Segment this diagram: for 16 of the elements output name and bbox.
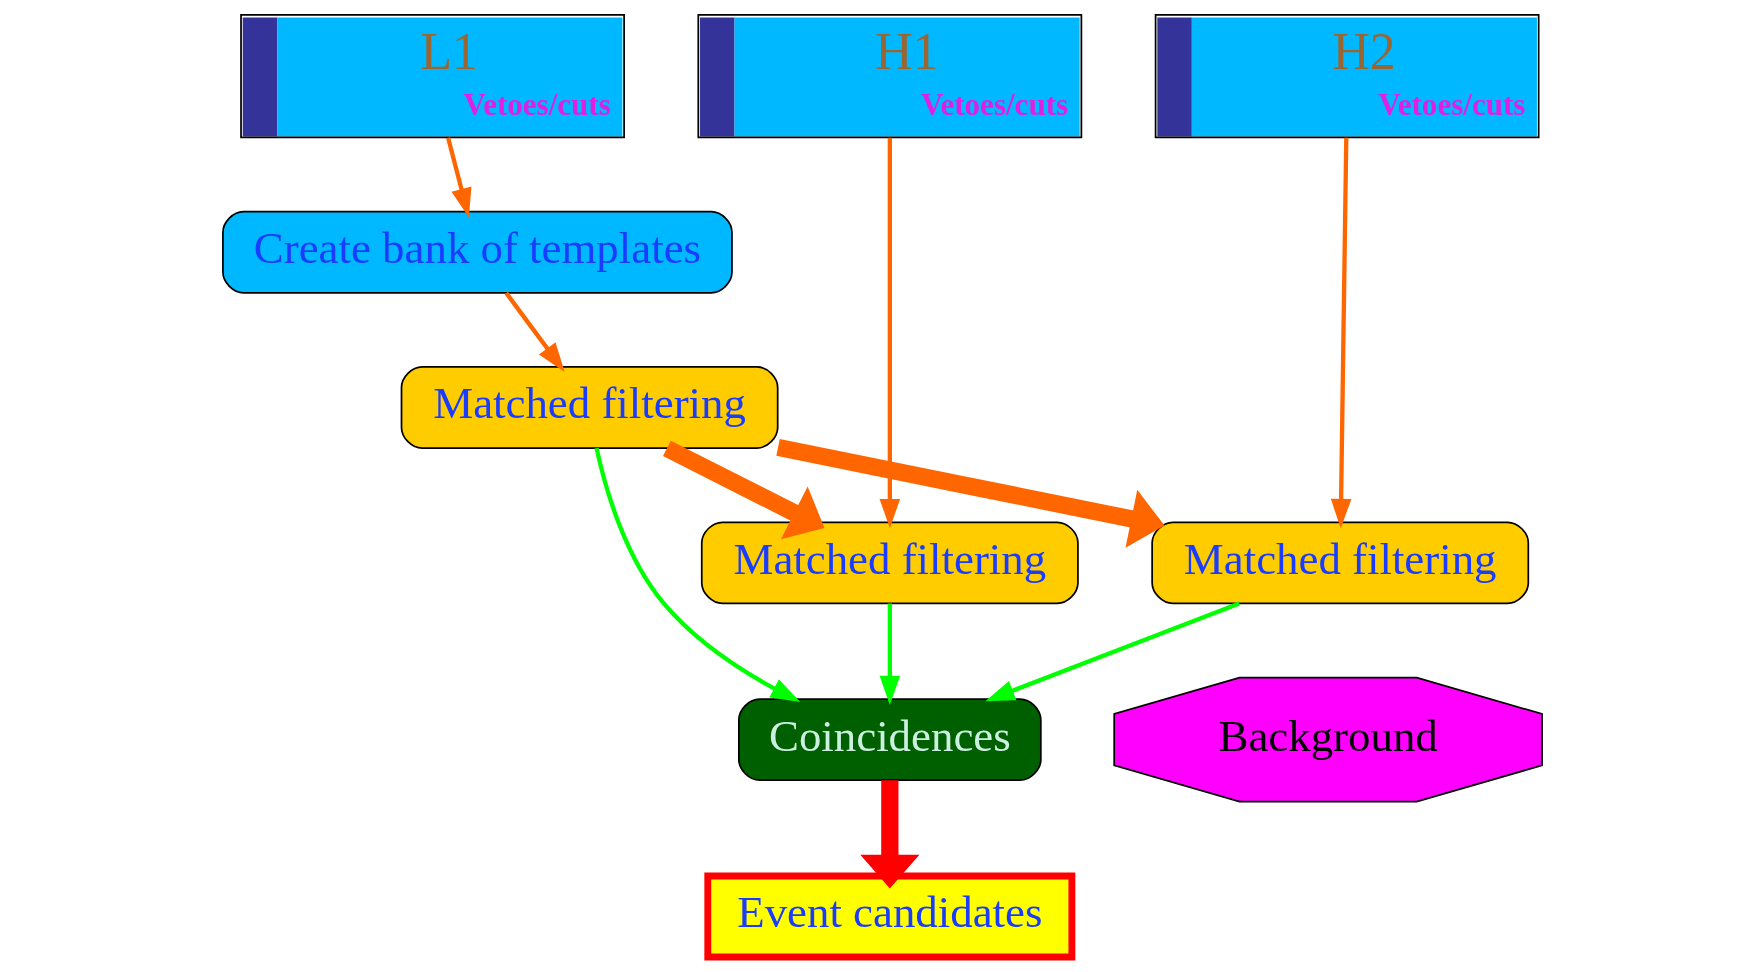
arrow bbox=[593, 447, 800, 703]
arrow bbox=[879, 137, 900, 529]
node-box: Create bank of templates bbox=[221, 210, 733, 294]
arrow bbox=[984, 601, 1240, 702]
arrow bbox=[662, 440, 824, 540]
node-box: Coincidences bbox=[737, 698, 1042, 782]
node-box: Matched filtering bbox=[1150, 521, 1529, 605]
arrow bbox=[879, 603, 900, 706]
node-box: Event candidates bbox=[703, 872, 1075, 961]
arrow bbox=[445, 137, 471, 218]
arrow bbox=[504, 291, 565, 373]
arrow bbox=[859, 780, 919, 889]
node-box: Matched filtering bbox=[700, 521, 1079, 605]
node-box: Matched filtering bbox=[400, 366, 779, 449]
arrow bbox=[775, 438, 1165, 548]
arrow bbox=[1330, 137, 1351, 529]
